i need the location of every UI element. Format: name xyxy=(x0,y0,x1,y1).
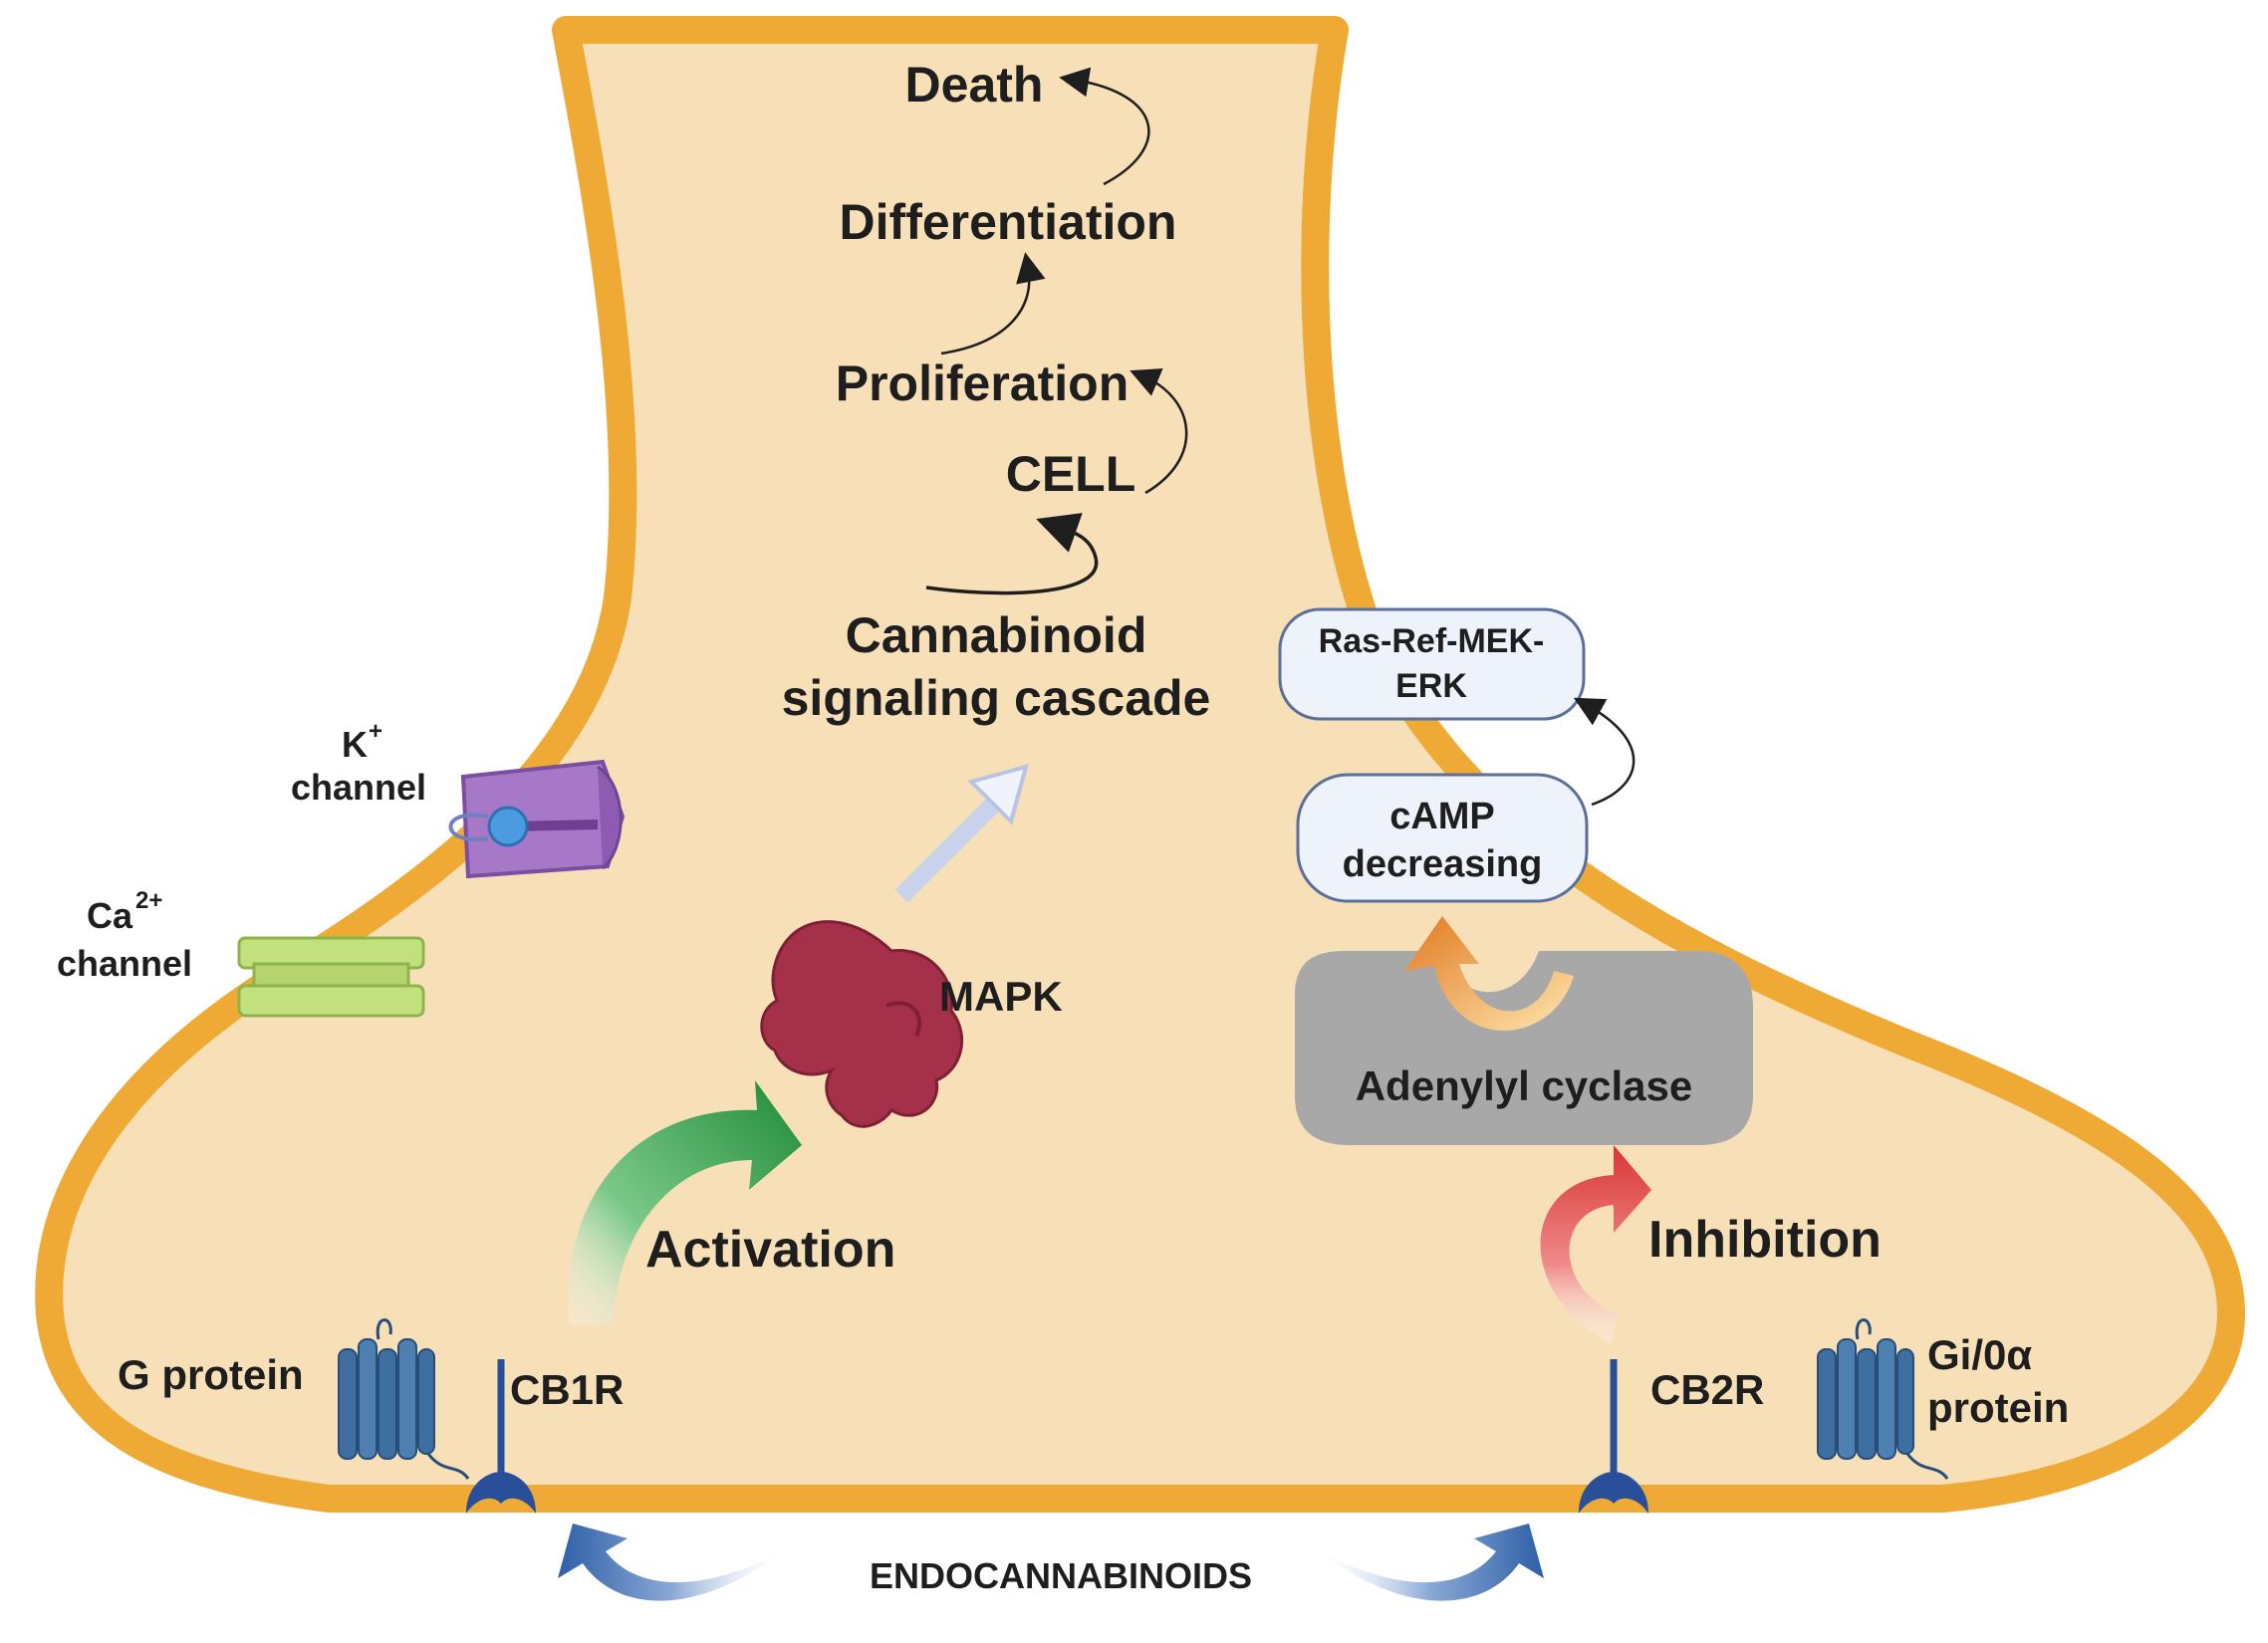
cascade-to-cell-arrow xyxy=(925,513,1099,595)
label-cell: CELL xyxy=(1006,446,1136,502)
label-activation: Activation xyxy=(645,1221,895,1279)
ca-channel-charge: 2+ xyxy=(135,887,162,914)
label-gi-line2: protein xyxy=(1927,1384,2069,1431)
label-inhibition: Inhibition xyxy=(1648,1211,1882,1269)
k-channel-icon xyxy=(448,759,626,879)
camp-decreasing-box xyxy=(1296,773,1589,903)
proliferation-to-differentiation-arrow xyxy=(940,252,1046,355)
ca-channel-symbol: Ca xyxy=(87,895,133,936)
label-camp-line1: cAMP xyxy=(1389,796,1495,837)
label-cascade-line2: signaling cascade xyxy=(782,670,1211,726)
cb2r-receptor-icon xyxy=(1579,1359,1648,1514)
label-ras-line1: Ras-Ref-MEK- xyxy=(1319,622,1545,660)
k-channel-symbol: K xyxy=(342,724,368,765)
adenylyl-cyclase-box xyxy=(1295,951,1753,1145)
camp-arrow xyxy=(1404,916,1574,1031)
cell-to-proliferation-arrow xyxy=(1130,368,1188,495)
label-cascade-line1: Cannabinoid xyxy=(846,607,1147,663)
inhibition-arrow xyxy=(1540,1145,1651,1344)
label-mapk: MAPK xyxy=(939,973,1063,1020)
label-gi-line1: Gi/0α xyxy=(1927,1331,2032,1378)
g-protein-right-icon xyxy=(1817,1318,1949,1480)
cell-membrane xyxy=(35,16,2245,1513)
endocannabinoids-right-arrow xyxy=(1315,1524,1544,1601)
label-differentiation: Differentiation xyxy=(840,194,1177,250)
ras-ref-mek-erk-box xyxy=(1278,607,1586,721)
cb1r-receptor-icon xyxy=(466,1359,536,1514)
label-cb1r: CB1R xyxy=(510,1366,624,1413)
label-adenylyl-cyclase: Adenylyl cyclase xyxy=(1356,1062,1693,1109)
endocannabinoids-left-arrow xyxy=(558,1524,787,1601)
ca-channel-word: channel xyxy=(57,943,192,984)
label-proliferation: Proliferation xyxy=(836,355,1129,411)
label-ras-line2: ERK xyxy=(1395,667,1467,705)
k-channel-word: channel xyxy=(291,767,426,808)
g-protein-left-icon xyxy=(338,1318,470,1480)
label-g-protein: G protein xyxy=(118,1351,304,1398)
ca-channel-icon xyxy=(237,936,425,1018)
activation-arrow xyxy=(568,1080,802,1324)
label-cb2r: CB2R xyxy=(1650,1366,1764,1413)
label-camp-line2: decreasing xyxy=(1343,843,1543,885)
label-death: Death xyxy=(905,57,1044,113)
mapk-to-cascade-arrow xyxy=(894,764,1029,903)
label-endocannabinoids: ENDOCANNABINOIDS xyxy=(870,1555,1252,1596)
camp-to-ras-arrow xyxy=(1573,697,1636,807)
k-channel-charge: + xyxy=(369,718,382,745)
differentiation-to-death-arrow xyxy=(1059,67,1150,186)
mapk-protein-icon xyxy=(760,920,964,1128)
